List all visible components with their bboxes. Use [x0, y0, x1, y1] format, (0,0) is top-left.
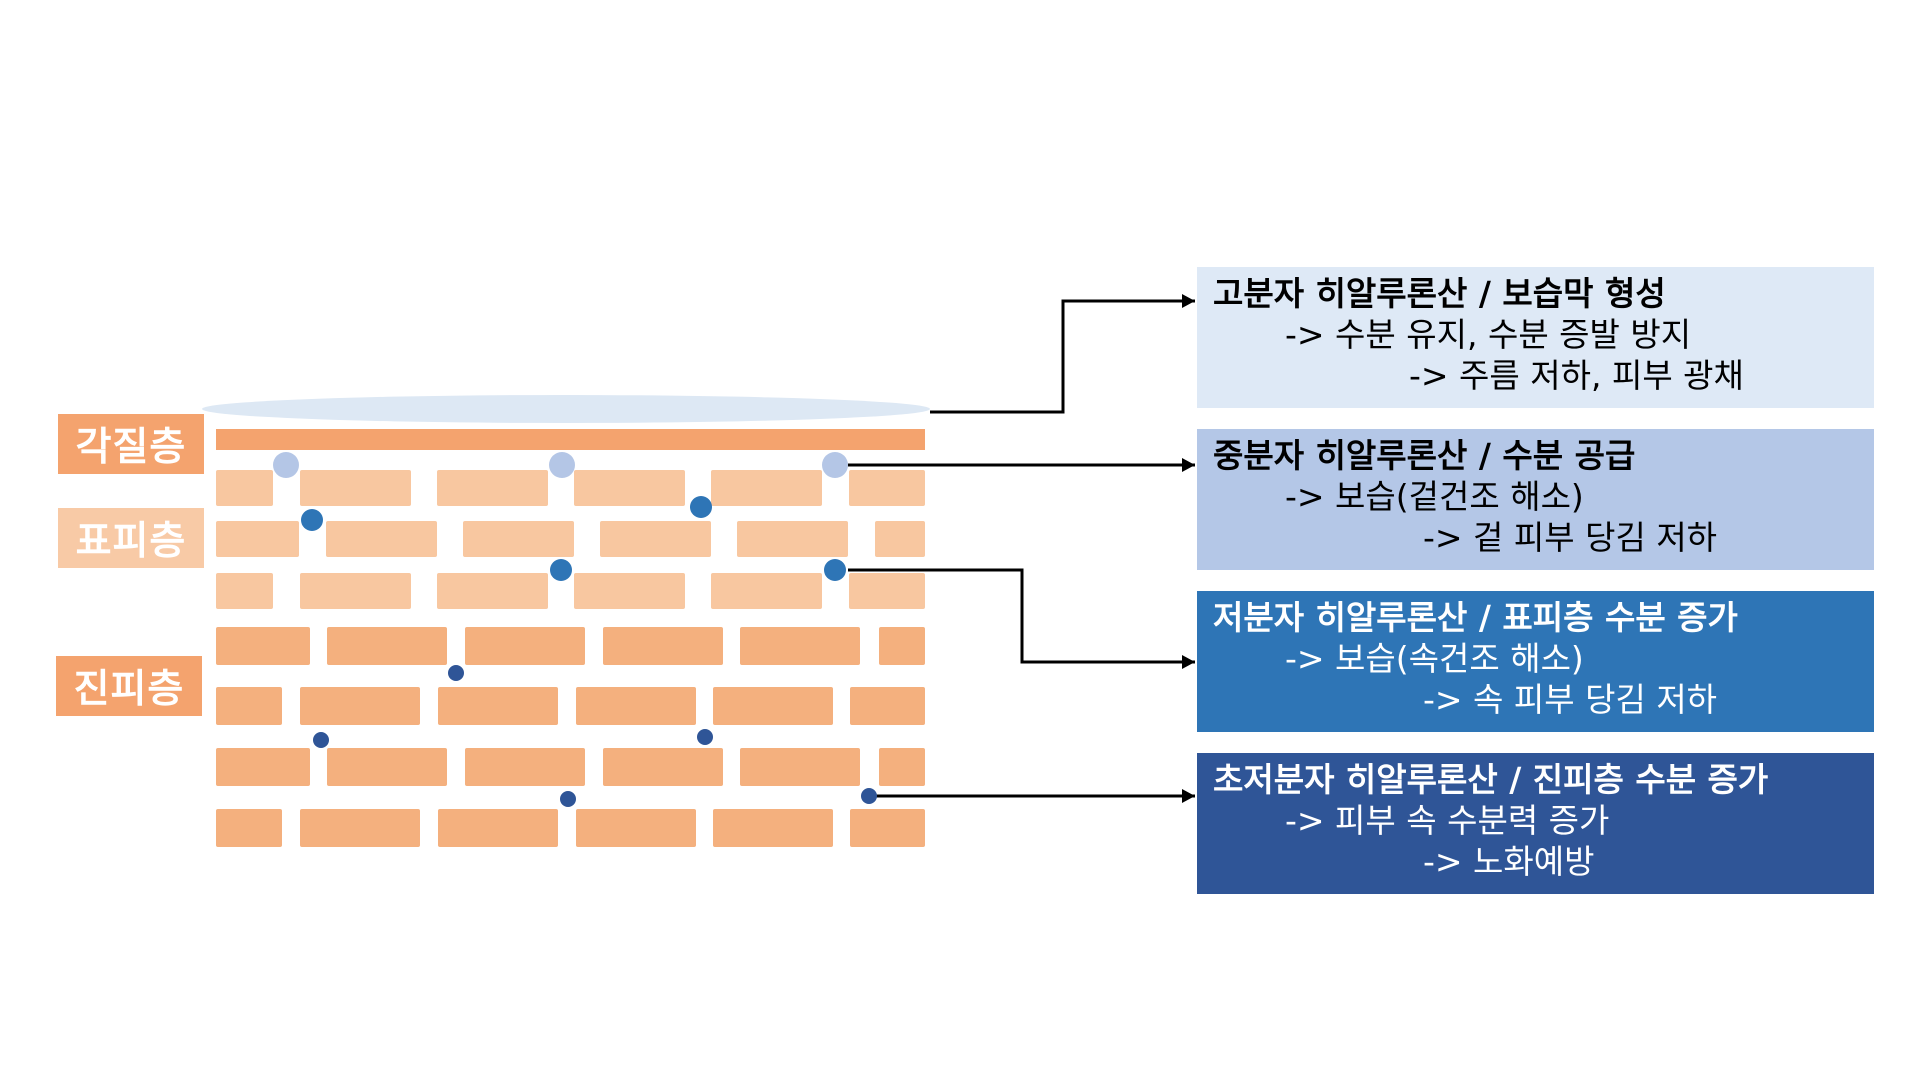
info-box-low-molecular: 저분자 히알루론산 / 표피층 수분 증가 -> 보습(속건조 해소) -> 속… — [1197, 591, 1874, 732]
info-line: -> 수분 유지, 수분 증발 방지 — [1285, 315, 1692, 354]
epidermis-brick — [463, 521, 574, 557]
epidermis-brick — [849, 470, 925, 506]
dermis-brick — [713, 809, 833, 847]
epidermis-brick — [849, 573, 925, 609]
connector-low — [848, 568, 1195, 664]
low-molecular-dot — [690, 496, 712, 518]
epidermis-brick — [300, 573, 411, 609]
dermis-brick — [879, 748, 925, 786]
layer-label-epidermis: 표피층 — [58, 508, 204, 568]
info-box-mid-molecular: 중분자 히알루론산 / 수분 공급 -> 보습(겉건조 해소) -> 겉 피부 … — [1197, 429, 1874, 570]
epidermis-brick — [600, 521, 711, 557]
epidermis-brick — [574, 470, 685, 506]
arrowhead-icon — [1182, 294, 1195, 308]
info-title: 초저분자 히알루론산 / 진피층 수분 증가 — [1213, 760, 1769, 799]
dermis-brick — [300, 687, 420, 725]
info-line: -> 주름 저하, 피부 광채 — [1409, 356, 1744, 395]
connector-arrows — [848, 294, 1195, 803]
dermis-brick — [603, 627, 723, 665]
layer-label-dermis: 진피층 — [56, 656, 202, 716]
dermis-brick — [216, 748, 310, 786]
mid-molecular-dot — [822, 452, 848, 478]
low-molecular-dot — [550, 559, 572, 581]
dermis-brick — [216, 627, 310, 665]
info-title: 고분자 히알루론산 / 보습막 형성 — [1213, 274, 1666, 313]
mid-molecular-dot — [273, 452, 299, 478]
arrowhead-icon — [1182, 458, 1195, 472]
epidermis-brick — [875, 521, 925, 557]
dermis-brick — [850, 809, 925, 847]
mid-molecular-dot — [549, 452, 575, 478]
epidermis-brick — [216, 470, 273, 506]
dermis-brick — [465, 627, 585, 665]
dermis-brick — [879, 627, 925, 665]
hyaluronic-dots — [273, 452, 877, 807]
ultra-low-molecular-dot — [697, 729, 713, 745]
info-title: 중분자 히알루론산 / 수분 공급 — [1213, 436, 1636, 475]
dermis-brick — [576, 687, 696, 725]
ultra-low-molecular-dot — [560, 791, 576, 807]
dermis-brick — [438, 687, 558, 725]
skin-bricks — [216, 470, 925, 847]
ultra-low-molecular-dot — [861, 788, 877, 804]
dermis-brick — [740, 627, 860, 665]
info-line: -> 노화예방 — [1423, 842, 1595, 881]
low-molecular-dot — [301, 509, 323, 531]
epidermis-brick — [216, 521, 299, 557]
dermis-brick — [603, 748, 723, 786]
moisture-film — [202, 395, 930, 423]
epidermis-brick — [300, 470, 411, 506]
dermis-brick — [327, 627, 447, 665]
info-title: 저분자 히알루론산 / 표피층 수분 증가 — [1213, 598, 1738, 637]
dermis-brick — [216, 809, 282, 847]
epidermis-brick — [574, 573, 685, 609]
connector-high — [930, 299, 1195, 414]
epidermis-brick — [326, 521, 437, 557]
dermis-brick — [438, 809, 558, 847]
epidermis-brick — [437, 573, 548, 609]
dermis-brick — [300, 809, 420, 847]
info-line: -> 보습(속건조 해소) — [1285, 639, 1584, 678]
dermis-brick — [216, 687, 282, 725]
layer-label-stratum-corneum: 각질층 — [58, 414, 204, 474]
epidermis-brick — [737, 521, 848, 557]
arrowhead-icon — [1182, 789, 1195, 803]
stratum-corneum-band — [216, 429, 925, 450]
dermis-brick — [850, 687, 925, 725]
info-box-ultra-low-molecular: 초저분자 히알루론산 / 진피층 수분 증가 -> 피부 속 수분력 증가 ->… — [1197, 753, 1874, 894]
ultra-low-molecular-dot — [448, 665, 464, 681]
dermis-brick — [327, 748, 447, 786]
info-line: -> 보습(겉건조 해소) — [1285, 477, 1584, 516]
info-line: -> 피부 속 수분력 증가 — [1285, 801, 1610, 840]
info-box-high-molecular: 고분자 히알루론산 / 보습막 형성 -> 수분 유지, 수분 증발 방지 ->… — [1197, 267, 1874, 408]
epidermis-brick — [437, 470, 548, 506]
low-molecular-dot — [824, 559, 846, 581]
dermis-brick — [465, 748, 585, 786]
info-line: -> 속 피부 당김 저하 — [1423, 680, 1718, 719]
ultra-low-molecular-dot — [313, 732, 329, 748]
info-line: -> 겉 피부 당김 저하 — [1423, 518, 1718, 557]
dermis-brick — [713, 687, 833, 725]
dermis-brick — [740, 748, 860, 786]
dermis-brick — [576, 809, 696, 847]
epidermis-brick — [711, 470, 822, 506]
epidermis-brick — [711, 573, 822, 609]
arrowhead-icon — [1182, 655, 1195, 669]
epidermis-brick — [216, 573, 273, 609]
